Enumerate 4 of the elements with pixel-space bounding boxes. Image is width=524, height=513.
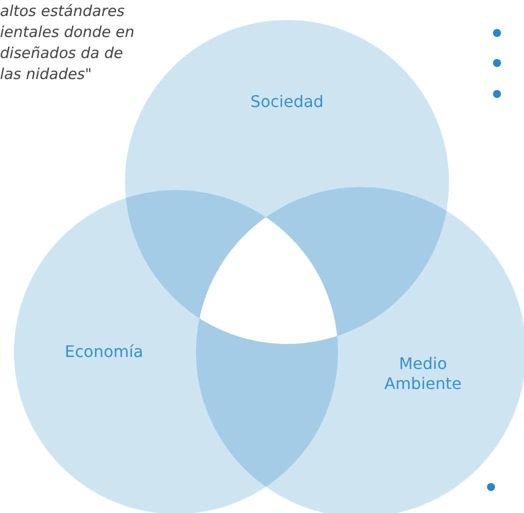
quote-text: altos estándares ientales donde en diseñados da de las nidades" [0, 1, 136, 85]
circle-label: Medio Ambiente [383, 354, 463, 394]
circle-label: Economía [64, 342, 144, 362]
circle-label: Sociedad [249, 92, 325, 112]
